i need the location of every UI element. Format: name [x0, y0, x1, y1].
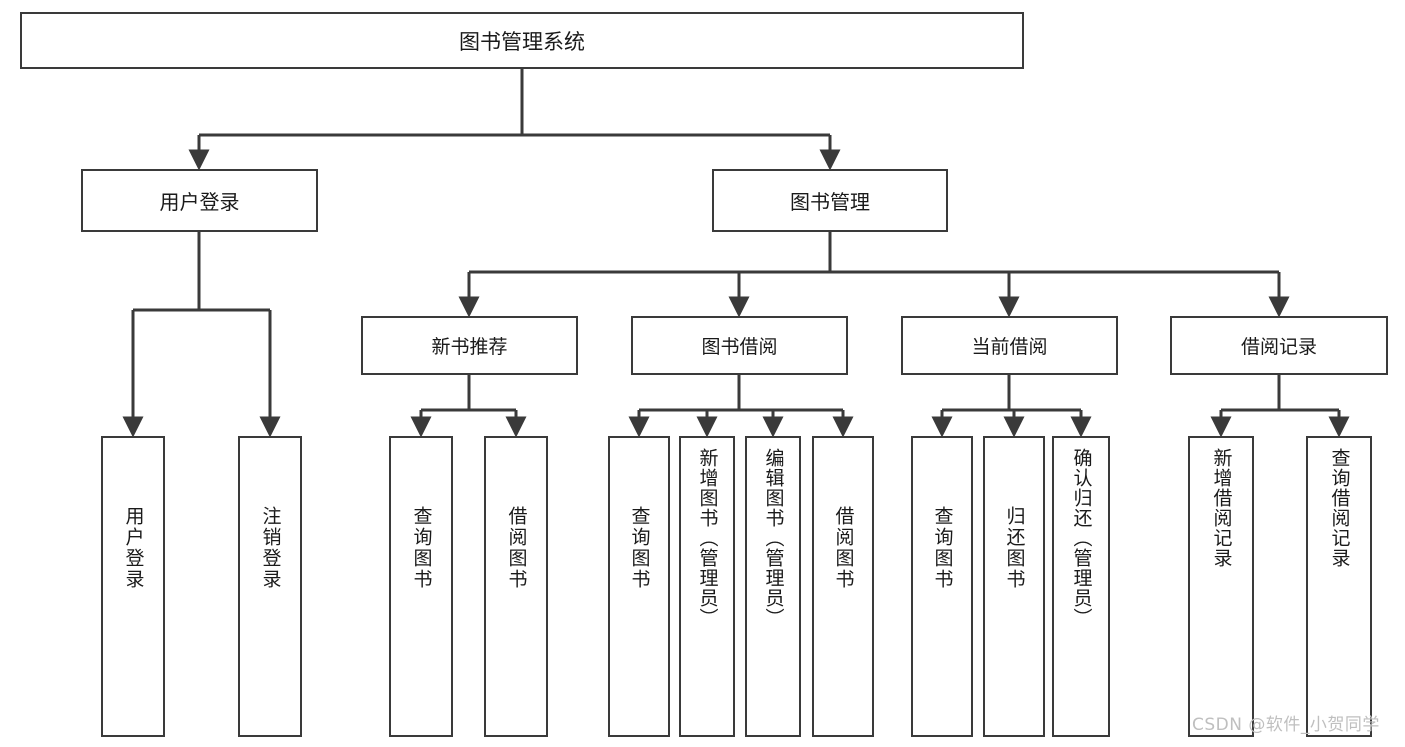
node-current-borrow-label: 当前借阅 — [971, 336, 1048, 358]
node-book-borrow: 图书借阅 — [631, 316, 848, 375]
leaf-borrow-book-newbook-label: 借阅图书 — [505, 506, 528, 590]
node-new-book-recommend: 新书推荐 — [361, 316, 578, 375]
leaf-query-book-borrow: 查询图书 — [608, 436, 670, 737]
leaf-query-book-newbook-label: 查询图书 — [410, 506, 433, 590]
leaf-logout-label: 注销登录 — [259, 506, 282, 590]
node-new-book-recommend-label: 新书推荐 — [431, 336, 508, 358]
node-book-management: 图书管理 — [712, 169, 948, 232]
watermark: CSDN @软件_小贺同学 — [1192, 715, 1380, 735]
node-current-borrow: 当前借阅 — [901, 316, 1118, 375]
leaf-query-book-current: 查询图书 — [911, 436, 973, 737]
leaf-borrow-book: 借阅图书 — [812, 436, 874, 737]
leaf-return-book-label: 归还图书 — [1003, 506, 1026, 590]
leaf-add-borrow-record-label: 新增借阅记录 — [1210, 448, 1233, 568]
node-book-management-label: 图书管理 — [790, 190, 870, 214]
leaf-confirm-return-admin: 确认归还（管理员） — [1052, 436, 1110, 737]
node-user-login-label: 用户登录 — [159, 190, 240, 214]
node-user-login: 用户登录 — [81, 169, 318, 232]
leaf-query-book-newbook: 查询图书 — [389, 436, 453, 737]
node-borrow-record-label: 借阅记录 — [1240, 336, 1317, 358]
node-book-borrow-label: 图书借阅 — [701, 336, 778, 358]
leaf-add-borrow-record: 新增借阅记录 — [1188, 436, 1254, 737]
leaf-borrow-book-newbook: 借阅图书 — [484, 436, 548, 737]
node-root-label: 图书管理系统 — [459, 29, 585, 54]
leaf-query-borrow-record: 查询借阅记录 — [1306, 436, 1372, 737]
leaf-query-book-current-label: 查询图书 — [931, 506, 954, 590]
leaf-confirm-return-admin-label: 确认归还（管理员） — [1070, 448, 1093, 628]
leaf-user-login: 用户登录 — [101, 436, 165, 737]
leaf-return-book: 归还图书 — [983, 436, 1045, 737]
leaf-logout: 注销登录 — [238, 436, 302, 737]
leaf-edit-book-admin: 编辑图书（管理员） — [745, 436, 801, 737]
leaf-user-login-label: 用户登录 — [122, 506, 145, 590]
leaf-query-book-borrow-label: 查询图书 — [628, 506, 651, 590]
leaf-borrow-book-label: 借阅图书 — [832, 506, 855, 590]
leaf-edit-book-admin-label: 编辑图书（管理员） — [762, 448, 785, 628]
leaf-add-book-admin-label: 新增图书（管理员） — [696, 448, 719, 628]
node-root: 图书管理系统 — [20, 12, 1024, 69]
leaf-query-borrow-record-label: 查询借阅记录 — [1328, 448, 1351, 568]
node-borrow-record: 借阅记录 — [1170, 316, 1388, 375]
leaf-add-book-admin: 新增图书（管理员） — [679, 436, 735, 737]
